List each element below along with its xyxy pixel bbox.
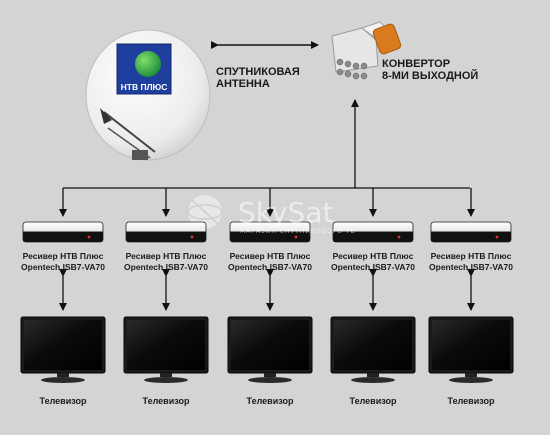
- tv-set: [330, 316, 416, 383]
- tv-set: [227, 316, 313, 383]
- dish-label-line2: АНТЕННА: [216, 78, 270, 90]
- watermark-globe-icon: [187, 195, 223, 229]
- receiver-box: [229, 221, 311, 243]
- satellite-dish: [85, 29, 211, 161]
- tv-set: [20, 316, 106, 383]
- tv-label: Телевизор: [142, 396, 190, 406]
- converter-label-line2: 8-МИ ВЫХОДНОЙ: [382, 70, 479, 82]
- receiver-label-line1: Ресивер НТВ Плюс: [125, 251, 207, 261]
- dish-label: СПУТНИКОВАЯ АНТЕННА: [216, 66, 300, 90]
- receiver-label-line2: Opentech ISB7-VA70: [21, 262, 105, 272]
- receiver-label-line2: Opentech ISB7-VA70: [228, 262, 312, 272]
- receiver-tv-units: [20, 188, 514, 383]
- unit-column: [227, 188, 313, 383]
- receiver-label-line1: Ресивер НТВ Плюс: [332, 251, 414, 261]
- tv-label: Телевизор: [447, 396, 495, 406]
- converter-label-line1: КОНВЕРТОР: [382, 58, 451, 70]
- receiver-label-line2: Opentech ISB7-VA70: [124, 262, 208, 272]
- watermark-tagline: МАГАЗИН СПУТНИКОВОГО ТВ: [240, 228, 356, 235]
- unit-column: [428, 188, 514, 383]
- dish-logo-text: НТВ ПЛЮС: [121, 82, 168, 92]
- receiver-label-line2: Opentech ISB7-VA70: [429, 262, 513, 272]
- receiver-label-line1: Ресивер НТВ Плюс: [229, 251, 311, 261]
- tv-label: Телевизор: [39, 396, 87, 406]
- receiver-box: [430, 221, 512, 243]
- receiver-box: [332, 221, 414, 243]
- unit-column: [20, 188, 106, 383]
- dish-label-line1: СПУТНИКОВАЯ: [216, 66, 300, 78]
- receiver-label-line2: Opentech ISB7-VA70: [331, 262, 415, 272]
- unit-column: [330, 188, 416, 383]
- lnb-converter: [331, 21, 402, 80]
- tv-label: Телевизор: [246, 396, 294, 406]
- converter-label: КОНВЕРТОР 8-МИ ВЫХОДНОЙ: [382, 58, 478, 82]
- receiver-label-line1: Ресивер НТВ Плюс: [430, 251, 512, 261]
- receiver-box: [125, 221, 207, 243]
- unit-column: [123, 188, 209, 383]
- receiver-box: [22, 221, 104, 243]
- watermark-brand: SkySat: [238, 196, 334, 229]
- tv-label: Телевизор: [349, 396, 397, 406]
- tv-set: [123, 316, 209, 383]
- tv-set: [428, 316, 514, 383]
- receiver-label-line1: Ресивер НТВ Плюс: [22, 251, 104, 261]
